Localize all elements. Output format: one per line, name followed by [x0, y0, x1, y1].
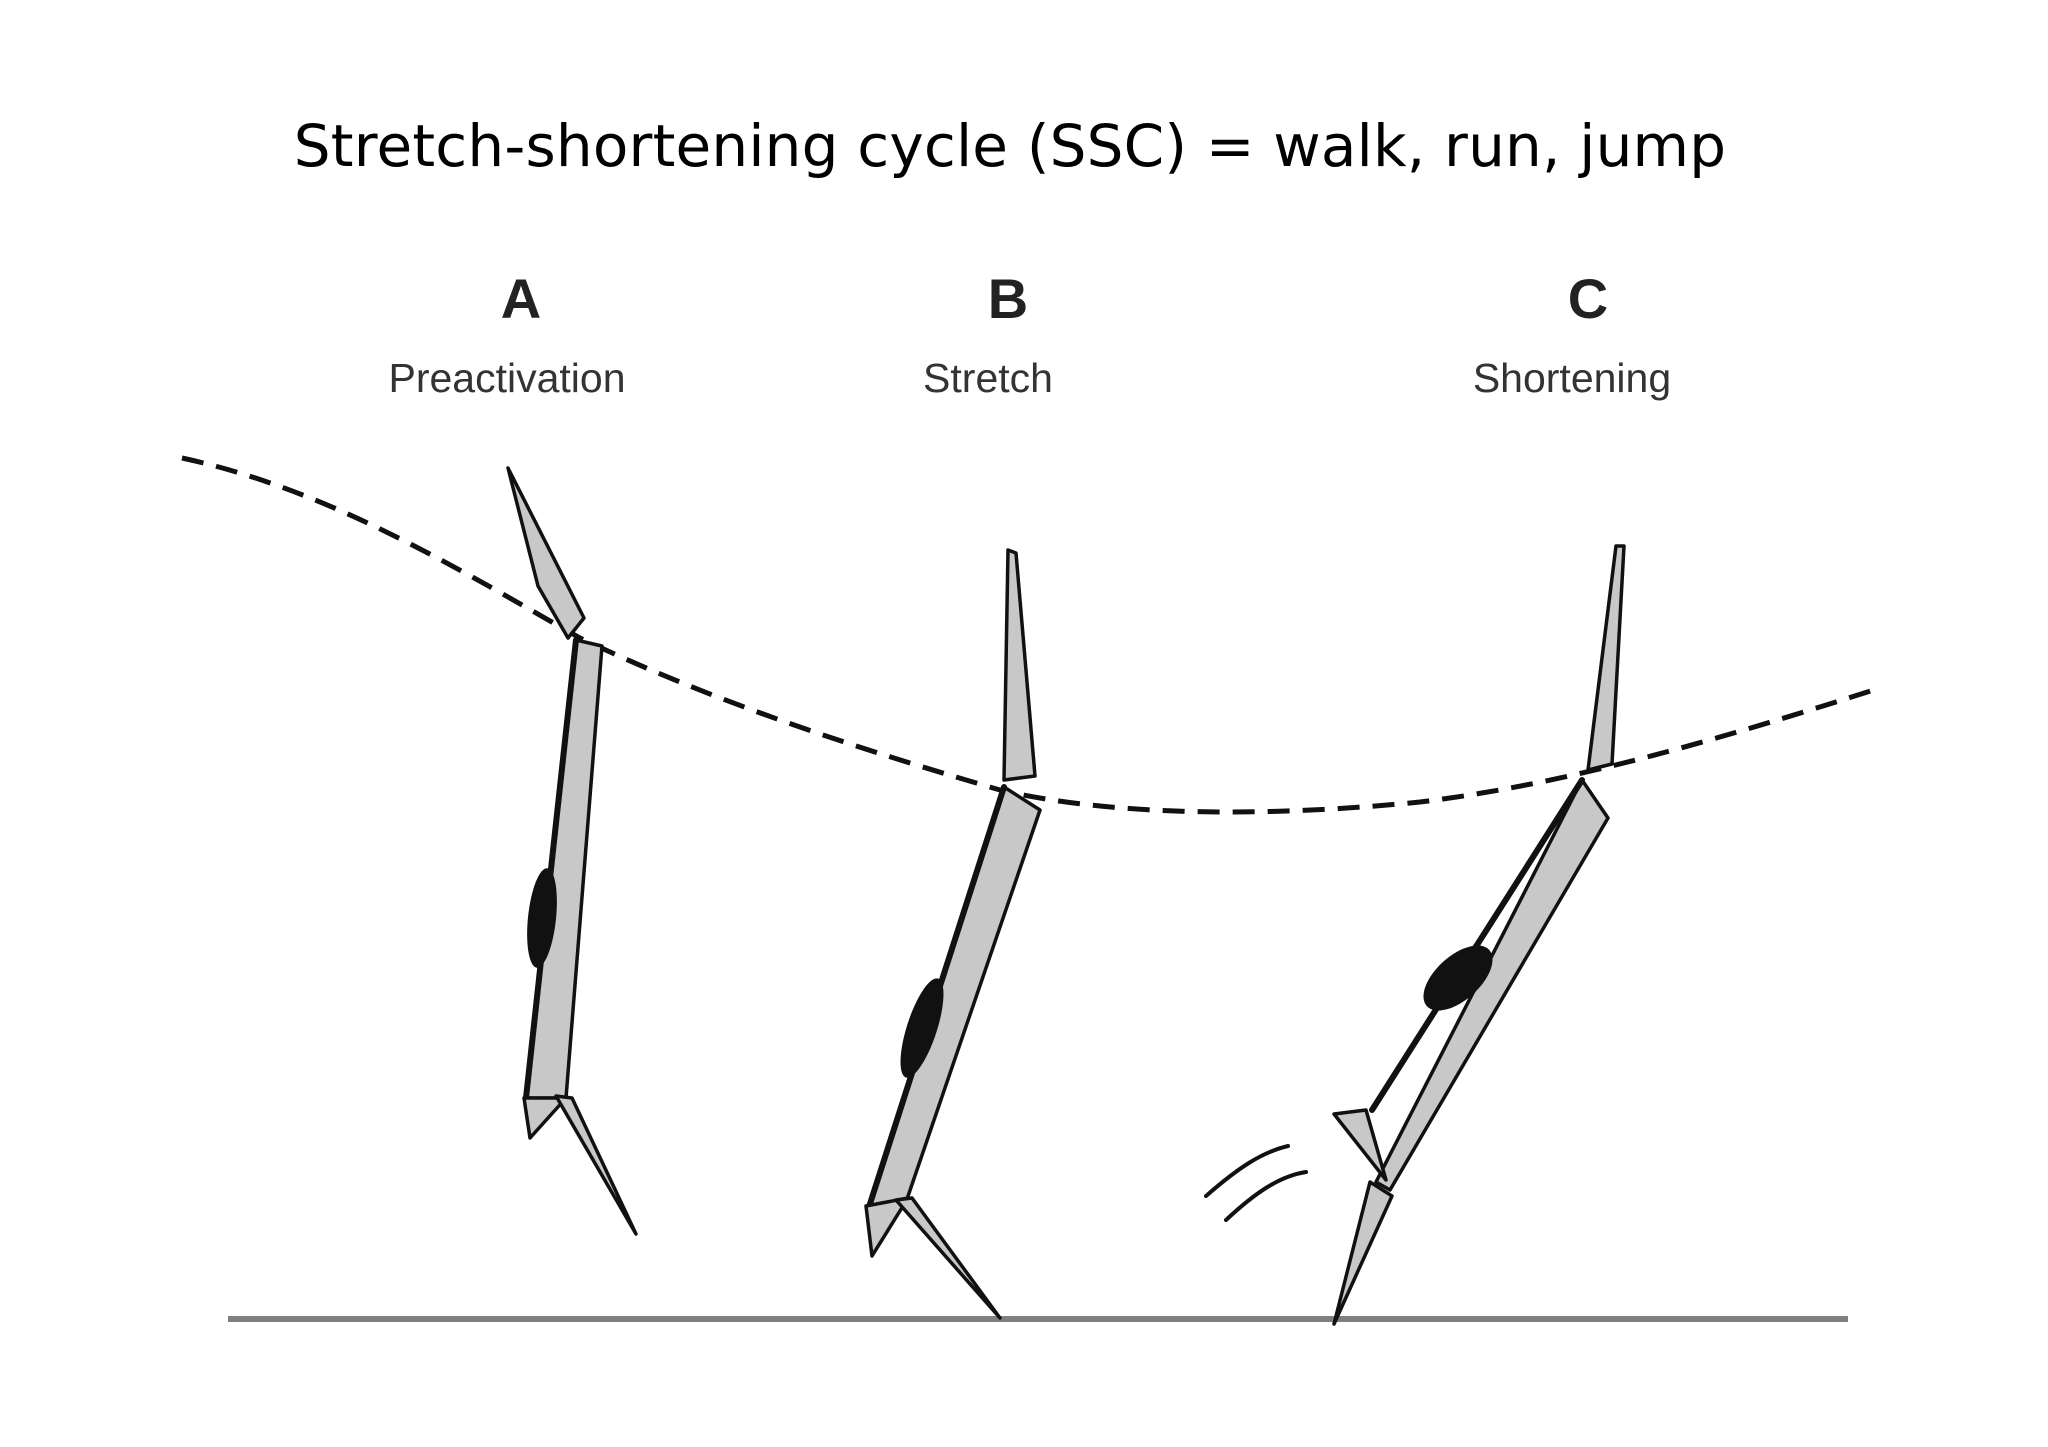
leg-a-preactivation: [506, 466, 638, 1236]
phase-b-label: Stretch: [923, 355, 1053, 401]
phase-a-label: Preactivation: [388, 355, 625, 401]
leg-b-foot: [894, 1196, 1002, 1320]
leg-c-thigh: [1586, 544, 1626, 772]
leg-a-tibia: [523, 637, 579, 1101]
leg-a-thigh: [506, 466, 586, 640]
leg-b-thigh: [1002, 548, 1037, 782]
leg-c-foot: [1332, 1180, 1394, 1326]
leg-b-stretch: [864, 548, 1042, 1320]
hip-trajectory-line: [181, 455, 1881, 815]
leg-a-calf-muscle: [527, 868, 557, 968]
phase-c-label: Shortening: [1473, 355, 1671, 401]
leg-a-shank: [524, 638, 604, 1100]
leg-b-shank: [866, 785, 1042, 1212]
motion-line-lower: [1224, 1170, 1308, 1222]
motion-lines: [1204, 1144, 1308, 1222]
leg-c-heel: [1332, 1108, 1388, 1182]
leg-b-calf-muscle: [900, 978, 944, 1078]
leg-c-tibia: [1369, 777, 1585, 1113]
slide-title: Stretch-shortening cycle (SSC) = walk, r…: [293, 112, 1727, 180]
leg-a-heel: [522, 1096, 568, 1140]
phase-c-letter: C: [1568, 267, 1608, 330]
leg-c-calf-muscle: [1423, 945, 1493, 1011]
motion-line-upper: [1204, 1144, 1290, 1198]
leg-b-heel: [864, 1196, 910, 1258]
leg-c-shortening: [1332, 544, 1626, 1326]
phase-b-letter: B: [988, 267, 1028, 330]
leg-a-foot: [554, 1094, 638, 1236]
phase-a-letter: A: [501, 267, 541, 330]
leg-c-shank: [1374, 778, 1610, 1192]
